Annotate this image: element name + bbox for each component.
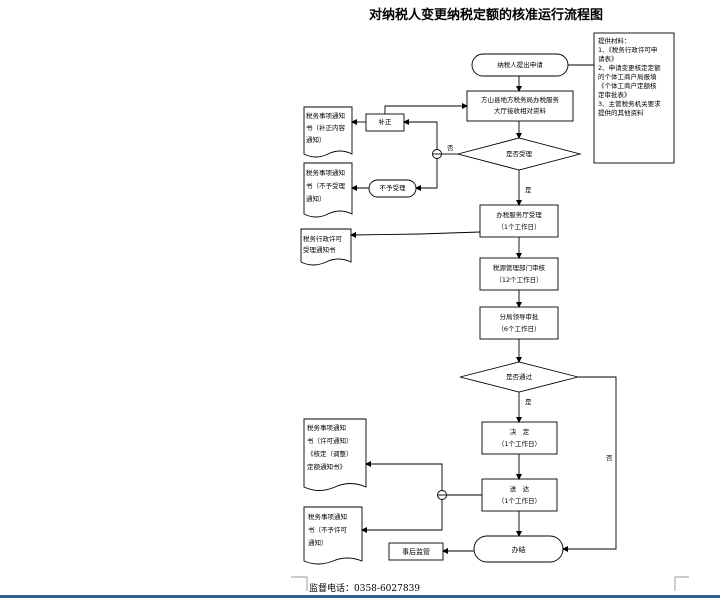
edge-junction-supplement [403,119,438,150]
edge-label-yes-2: 是 [525,398,532,406]
materials-line-7: 定审批表》 [598,91,631,99]
notice-deny-line-1: 税务事项通知 [308,513,347,521]
materials-line-5: 的个体工商户局报填 [598,73,657,81]
materials-line-8: 3、主管税务机关要求 [598,100,661,108]
materials-box [593,32,675,164]
notice-reject-line-1: 税务事项通知 [306,169,345,177]
materials-text: 提供材料： 1、《税务行政许可申 请表》 2、申请变更核定定额 的个体工商户局报… [598,37,672,118]
deliver-label-2: （1个工作日） [497,497,542,505]
notice-permit-line-2: 书（许可通知） [307,437,353,445]
start-label: 纳税人提出申请 [497,61,543,69]
accept-label-1: 办税服务厅受理 [496,211,542,219]
decision-accept-label: 是否受理 [506,150,532,158]
edge-supplement-receive [384,103,468,114]
page-bottom-bar [0,595,720,598]
edge-junction-permit [365,461,443,491]
notice-reject-line-3: 通知） [306,195,326,203]
notice-deny-line-2: 书（不予许可 [308,526,347,534]
notice-reject-doc [303,162,353,218]
supervise-label: 事后监管 [402,548,430,556]
notice-supplement-line-2: 书（补正内容 [306,124,345,132]
leader-label-1: 分局领导审批 [499,313,539,321]
leader-label-2: （6个工作日） [497,325,541,333]
edge-accept-notice [350,231,481,238]
reject-label: 不予受理 [379,184,406,192]
decision-pass-label: 是否通过 [506,373,532,381]
review-label-2: （12个工作日） [495,276,543,284]
notice-accept-line-1: 税务行政许可 [303,235,342,243]
edge-junction-reject [415,158,438,191]
deliver-box [481,478,558,512]
materials-line-2: 1、《税务行政许可申 [598,46,658,54]
deliver-label-1: 送 达 [509,485,530,493]
notice-supplement-line-1: 税务事项通知 [306,112,345,120]
accept-label-2: （1个工作日） [497,223,541,231]
end-label: 办结 [511,546,526,554]
materials-line-3: 请表》 [598,55,618,63]
notice-reject-line-2: 书（不予受理 [306,182,345,190]
page-corner-left [291,576,308,591]
notice-permit-doc [303,418,367,491]
notice-permit-line-3: 《核定（调整） [307,450,353,458]
accept-box [479,204,559,238]
edge-label-no-1: 否 [447,144,454,152]
edge-junction-deny [361,499,443,533]
edge-label-no-2: 否 [606,454,613,462]
document-title: 对纳税人变更纳税定额的核准运行流程图 [369,8,604,23]
notice-deny-doc [303,506,363,565]
decide-label-1: 决 定 [509,428,530,436]
notice-supplement-doc [303,106,353,158]
decision-accept-diamond [456,137,582,171]
notice-supplement-line-3: 通知） [306,136,326,144]
page-corner-right [674,576,689,591]
materials-line-6: 《个体工商户定额核 [598,82,657,90]
edge-pass-no [562,376,617,552]
supervision-phone: 监督电话：0358-6027839 [309,584,421,594]
notice-accept-doc [300,228,352,266]
review-box [479,257,559,291]
review-label-1: 税源管理部门审核 [493,264,545,272]
decide-box [481,421,558,455]
decide-label-2: （1个工作日） [497,440,542,448]
leader-box [479,306,559,340]
notice-accept-line-2: 受理通知书 [303,246,336,254]
materials-line-9: 提供的其他资料 [598,109,644,117]
materials-line-1: 提供材料： [598,37,631,45]
notice-permit-line-4: 定额通知书》 [307,463,346,471]
edge-label-yes-1: 是 [525,186,532,194]
receive-label-2: 大厅接收相对资料 [494,107,546,115]
supplement-label: 补正 [378,118,392,126]
materials-line-4: 2、申请变更核定定额 [598,64,661,72]
notice-permit-line-1: 税务事项通知 [307,424,346,432]
receive-label-1: 方山县地方税务局办税服务 [481,96,559,104]
notice-deny-line-3: 通知） [308,539,328,547]
